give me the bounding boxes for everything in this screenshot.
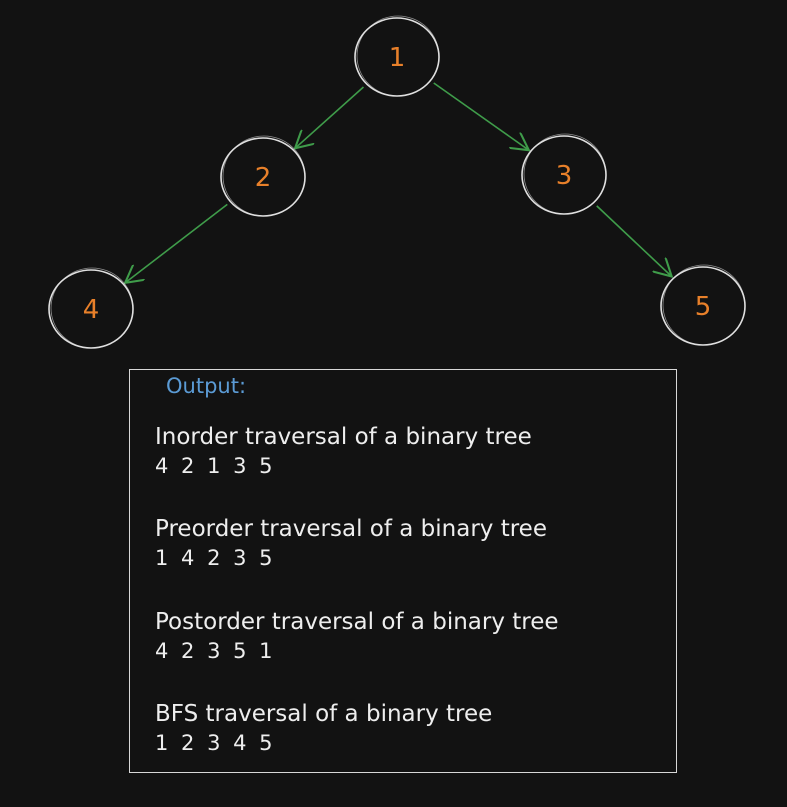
node-circle-sketch (523, 133, 607, 215)
node-label: 3 (556, 161, 573, 191)
binary-tree-diagram: 1 2 3 4 5 (48, 15, 746, 349)
tree-nodes: 1 2 3 4 5 (48, 15, 746, 349)
node-circle-sketch (50, 267, 134, 349)
traversal-values: 1 4 2 3 5 (155, 546, 276, 570)
tree-node-2: 2 (220, 135, 306, 217)
tree-node-1: 1 (354, 15, 440, 97)
output-panel: Output: Inorder traversal of a binary tr… (129, 369, 677, 773)
node-label: 1 (389, 43, 406, 73)
traversal-section-bfs: BFS traversal of a binary tree 1 2 3 4 5 (155, 699, 492, 757)
traversal-section-inorder: Inorder traversal of a binary tree 4 2 1… (155, 422, 532, 480)
output-title: Output: (166, 374, 247, 398)
node-label: 4 (83, 295, 100, 325)
tree-node-5: 5 (660, 264, 746, 346)
traversal-values: 4 2 1 3 5 (155, 454, 276, 478)
traversal-heading: Inorder traversal of a binary tree (155, 424, 532, 450)
traversal-heading: Postorder traversal of a binary tree (155, 609, 559, 635)
traversal-heading: BFS traversal of a binary tree (155, 701, 493, 727)
edge-2-to-4 (125, 203, 228, 282)
tree-edges (125, 82, 672, 283)
node-circle-sketch (222, 135, 306, 217)
traversal-section-preorder: Preorder traversal of a binary tree 1 4 … (155, 514, 547, 572)
tree-node-4: 4 (48, 267, 134, 349)
node-label: 2 (255, 163, 272, 193)
node-label: 5 (695, 292, 712, 322)
edge-1-to-3 (433, 82, 529, 150)
node-circle-sketch (662, 264, 746, 346)
traversal-values: 4 2 3 5 1 (155, 639, 276, 663)
node-circle-sketch (356, 15, 440, 97)
traversal-section-postorder: Postorder traversal of a binary tree 4 2… (155, 607, 559, 665)
edge-3-to-5 (596, 205, 672, 277)
tree-node-3: 3 (521, 133, 607, 215)
traversal-values: 1 2 3 4 5 (155, 731, 276, 755)
edge-1-to-2 (295, 86, 365, 148)
traversal-heading: Preorder traversal of a binary tree (155, 516, 547, 542)
